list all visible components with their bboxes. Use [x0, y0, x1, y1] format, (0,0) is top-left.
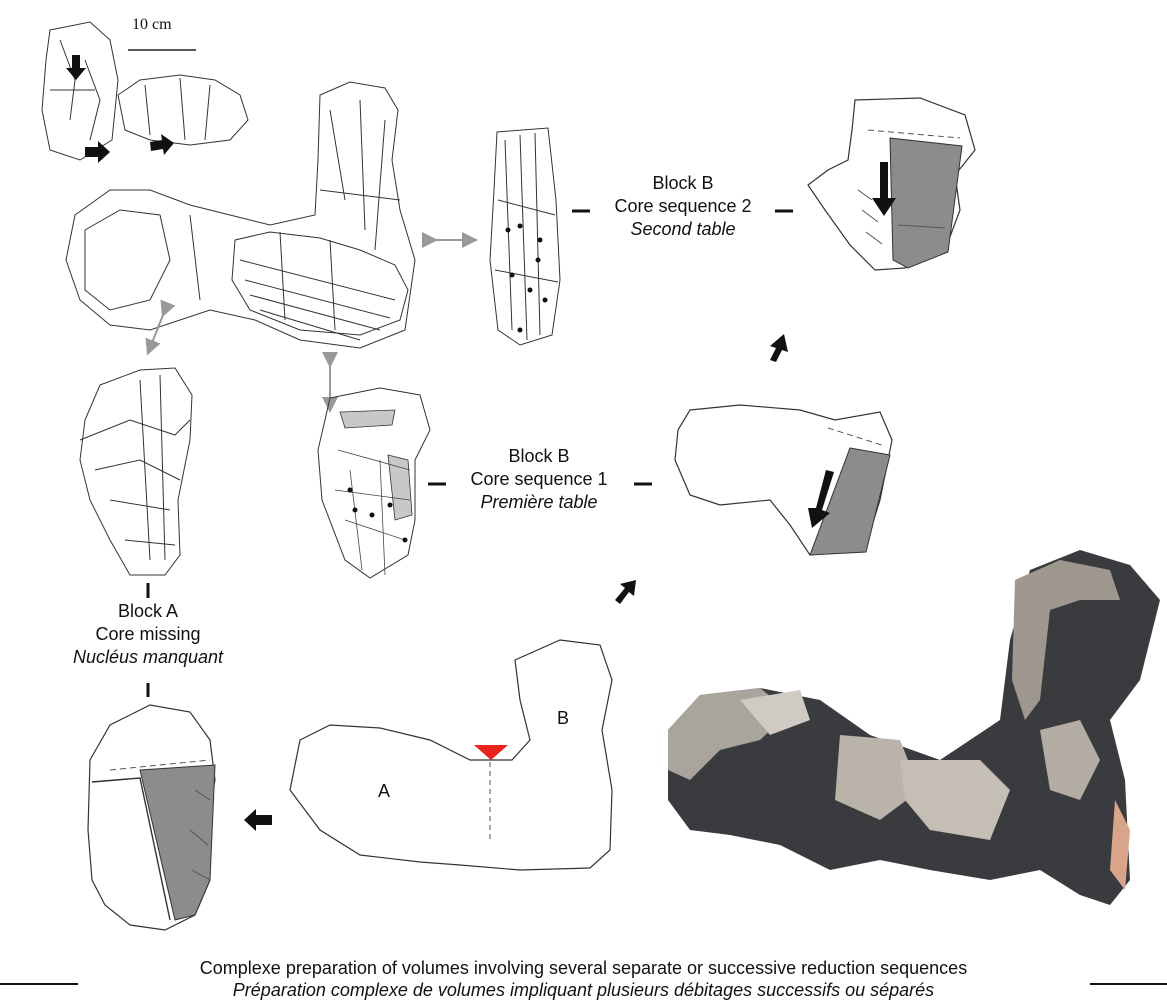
french-name: Première table [416, 491, 662, 514]
sequence-name: Core missing [48, 623, 248, 646]
outline-label-b: B [553, 707, 573, 730]
black-arrow-icon [66, 55, 174, 163]
core-sequence-1-drawing [318, 388, 430, 578]
caption-french: Préparation complexe de volumes impliqua… [0, 979, 1167, 1001]
outline-label-a: A [374, 780, 394, 803]
caption: Complexe preparation of volumes involvin… [0, 957, 1167, 1001]
french-name: Nucléus manquant [48, 646, 248, 669]
block-a-drawing [80, 368, 192, 575]
block-a-label: Block A Core missing Nucléus manquant [48, 600, 248, 669]
refit-link-arrow [150, 240, 470, 405]
black-arrow-icon [244, 809, 272, 831]
block-b-seq2-label: Block B Core sequence 2 Second table [560, 172, 806, 241]
small-refit-drawing [42, 22, 248, 160]
block-a-schematic [88, 705, 215, 930]
refit-assemblage-drawing [66, 82, 415, 348]
second-table-schematic [808, 98, 975, 270]
scale-label: 10 cm [132, 16, 172, 34]
french-name: Second table [560, 218, 806, 241]
caption-rule-right [1090, 983, 1167, 985]
caption-rule-left [0, 983, 78, 985]
first-table-schematic [675, 405, 892, 555]
core-sequence-2-drawing [490, 128, 560, 345]
sequence-name: Core sequence 1 [416, 468, 662, 491]
block-name: Block B [560, 172, 806, 195]
refit-photograph [668, 550, 1160, 905]
block-b-seq1-label: Block B Core sequence 1 Première table [416, 445, 662, 514]
block-name: Block B [416, 445, 662, 468]
red-arrow-icon [474, 745, 508, 760]
caption-english: Complexe preparation of volumes involvin… [0, 957, 1167, 979]
refit-outline-ab [290, 640, 612, 870]
sequence-name: Core sequence 2 [560, 195, 806, 218]
block-name: Block A [48, 600, 248, 623]
